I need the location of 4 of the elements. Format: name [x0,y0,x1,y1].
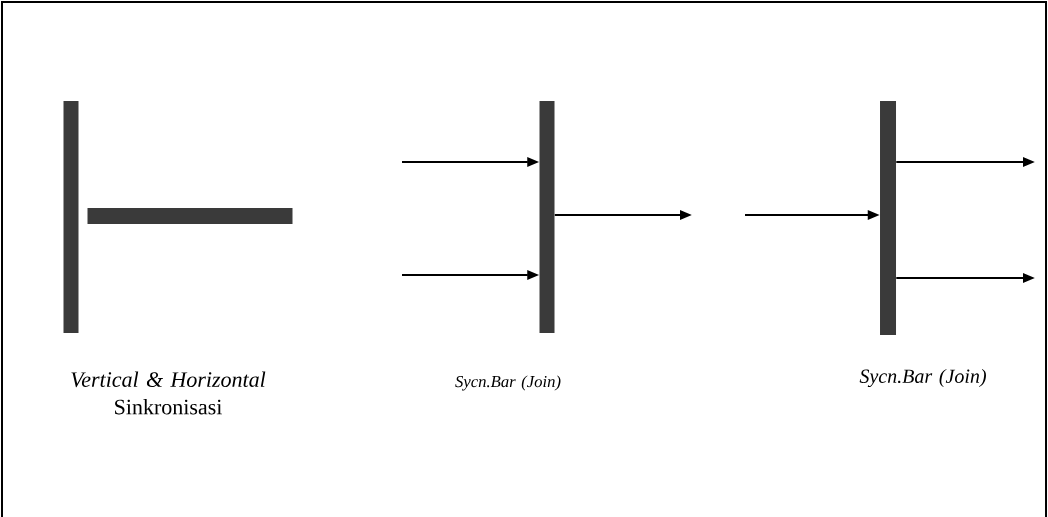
sync-bar [63,101,79,333]
sync-bar [87,208,293,224]
sync-bar [880,101,896,335]
sync-bar [539,101,555,333]
